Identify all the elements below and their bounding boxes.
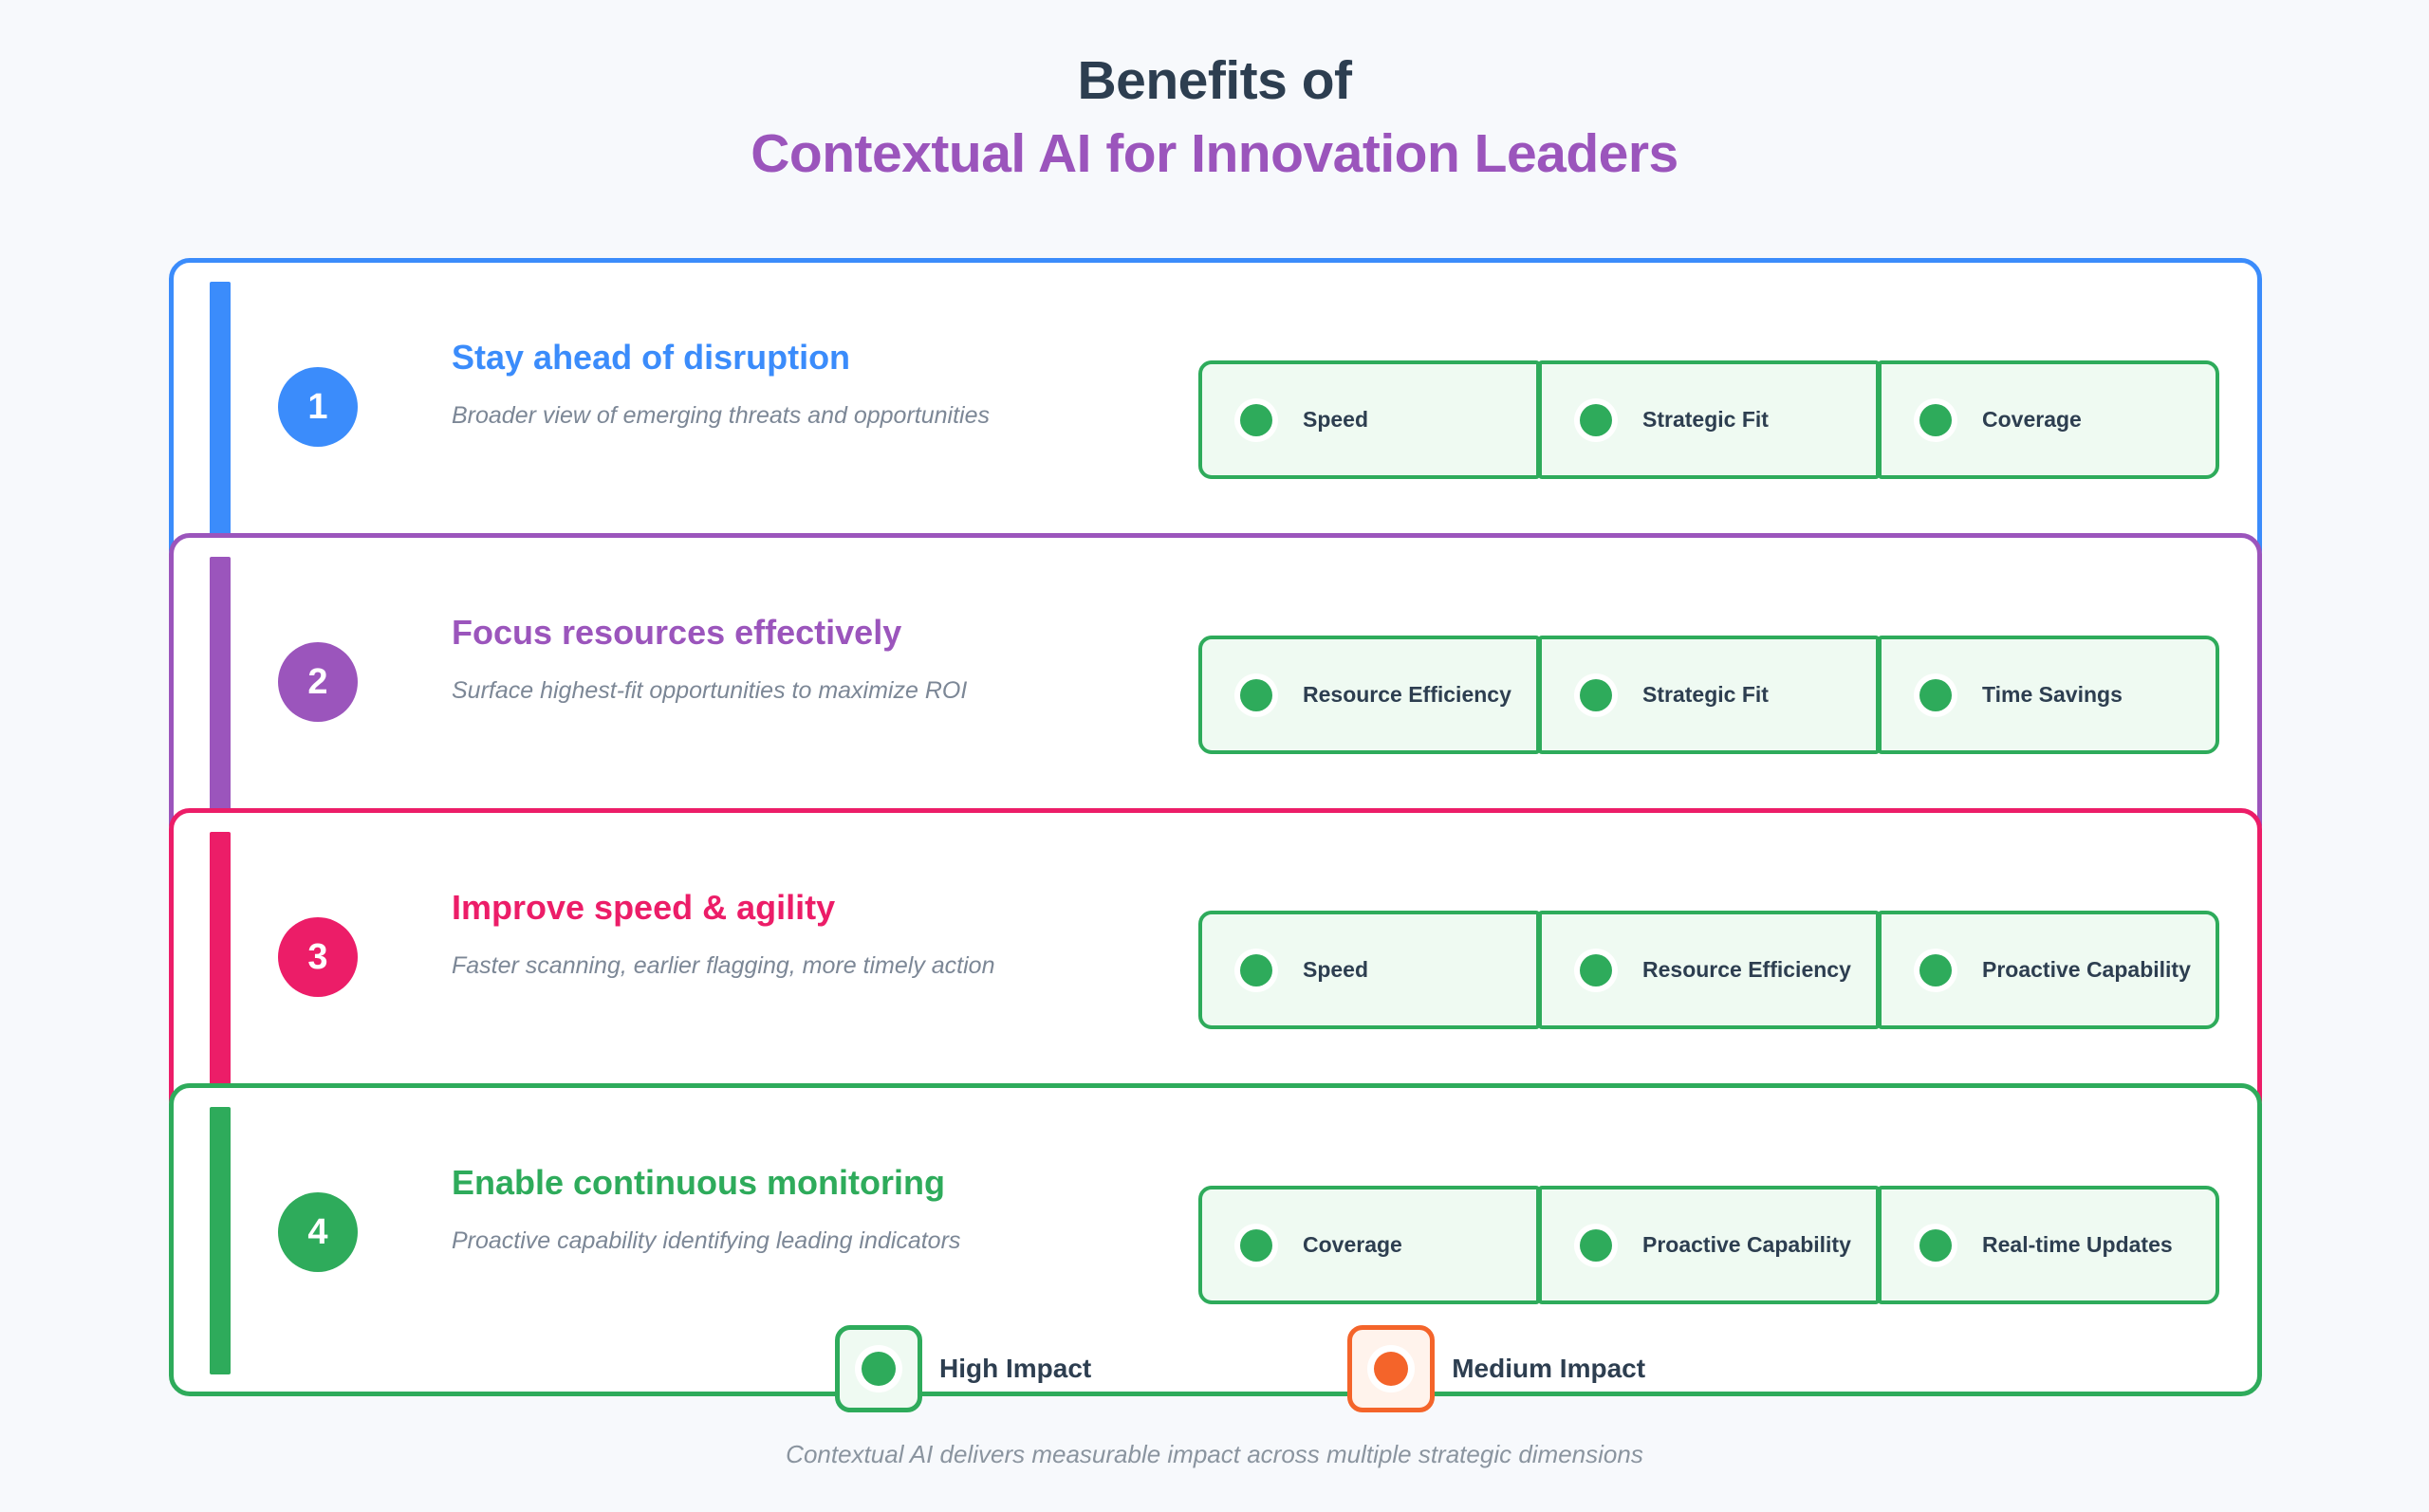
title-line-primary: Benefits of [1077, 50, 1352, 111]
step-number-badge: 1 [278, 367, 358, 447]
metric-label: Time Savings [1982, 682, 2123, 707]
impact-legend: High Impact Medium Impact [835, 1325, 1645, 1412]
benefit-text-block: Focus resources effectively Surface high… [452, 612, 1268, 707]
impact-dot-icon [1240, 953, 1272, 986]
benefit-title: Focus resources effectively [452, 613, 902, 652]
benefit-title: Stay ahead of disruption [452, 338, 851, 377]
impact-dot-icon [862, 1352, 896, 1386]
step-number-badge: 2 [278, 642, 358, 722]
impact-dot-icon [1919, 1228, 1952, 1262]
legend-label: Medium Impact [1452, 1354, 1646, 1383]
benefit-subtitle: Surface highest-fit opportunities to max… [452, 677, 968, 705]
impact-dot-icon [1374, 1352, 1409, 1386]
benefit-card-2[interactable]: 2 Focus resources effectively Surface hi… [169, 533, 2262, 846]
benefit-subtitle: Broader view of emerging threats and opp… [452, 402, 990, 430]
benefit-subtitle: Faster scanning, earlier flagging, more … [452, 952, 995, 980]
metric-chip-group: Resource Efficiency Strategic Fit Time S… [1198, 636, 2219, 754]
benefit-subtitle: Proactive capability identifying leading… [452, 1227, 961, 1255]
impact-dot-icon [1580, 953, 1612, 986]
impact-dot-icon [1580, 1228, 1612, 1262]
metric-chip[interactable]: Coverage [1878, 360, 2219, 479]
metric-label: Strategic Fit [1642, 407, 1769, 432]
benefit-text-block: Stay ahead of disruption Broader view of… [452, 337, 1268, 432]
impact-dot-icon [1580, 678, 1612, 711]
metric-label: Resource Efficiency [1642, 957, 1851, 982]
metric-chip[interactable]: Real-time Updates [1878, 1186, 2219, 1304]
impact-dot-icon [1919, 403, 1952, 436]
metric-chip-group: Speed Resource Efficiency Proactive Capa… [1198, 911, 2219, 1029]
benefit-card-stack: 1 Stay ahead of disruption Broader view … [169, 258, 2262, 1396]
metric-label: Resource Efficiency [1303, 682, 1511, 707]
metric-label: Proactive Capability [1982, 957, 2191, 982]
benefit-text-block: Enable continuous monitoring Proactive c… [452, 1162, 1268, 1257]
accent-bar [210, 282, 231, 549]
metric-chip[interactable]: Strategic Fit [1538, 636, 1880, 754]
accent-bar [210, 1107, 231, 1374]
metric-chip[interactable]: Time Savings [1878, 636, 2219, 754]
metric-label: Coverage [1982, 407, 2082, 432]
legend-item-medium-impact: Medium Impact [1347, 1325, 1645, 1412]
metric-chip[interactable]: Resource Efficiency [1538, 911, 1880, 1029]
impact-dot-icon [1919, 678, 1952, 711]
metric-chip[interactable]: Proactive Capability [1538, 1186, 1880, 1304]
impact-dot-icon [1919, 953, 1952, 986]
metric-label: Speed [1303, 957, 1369, 982]
impact-dot-icon [1240, 1228, 1272, 1262]
benefit-card-1[interactable]: 1 Stay ahead of disruption Broader view … [169, 258, 2262, 571]
metric-label: Strategic Fit [1642, 682, 1769, 707]
title-line-secondary: Contextual AI for Innovation Leaders [751, 123, 1678, 185]
benefit-title: Enable continuous monitoring [452, 1163, 945, 1202]
metric-label: Proactive Capability [1642, 1232, 1851, 1257]
metric-chip[interactable]: Proactive Capability [1878, 911, 2219, 1029]
benefit-card-4[interactable]: 4 Enable continuous monitoring Proactive… [169, 1083, 2262, 1396]
metric-label: Coverage [1303, 1232, 1402, 1257]
legend-label: High Impact [939, 1354, 1092, 1383]
metric-chip[interactable]: Speed [1198, 360, 1540, 479]
accent-bar [210, 557, 231, 824]
benefit-title: Improve speed & agility [452, 888, 836, 927]
footer-caption: Contextual AI delivers measurable impact… [786, 1440, 1643, 1468]
step-number-badge: 4 [278, 1192, 358, 1272]
benefit-text-block: Improve speed & agility Faster scanning,… [452, 887, 1268, 982]
metric-label: Real-time Updates [1982, 1232, 2173, 1257]
legend-swatch-medium [1347, 1325, 1436, 1412]
impact-dot-icon [1240, 678, 1272, 711]
metric-label: Speed [1303, 407, 1369, 432]
benefit-card-3[interactable]: 3 Improve speed & agility Faster scannin… [169, 808, 2262, 1121]
legend-item-high-impact: High Impact [835, 1325, 1091, 1412]
metric-chip-group: Coverage Proactive Capability Real-time … [1198, 1186, 2219, 1304]
metric-chip-group: Speed Strategic Fit Coverage [1198, 360, 2219, 479]
accent-bar [210, 832, 231, 1099]
impact-dot-icon [1580, 403, 1612, 436]
metric-chip[interactable]: Strategic Fit [1538, 360, 1880, 479]
step-number-badge: 3 [278, 917, 358, 997]
metric-chip[interactable]: Speed [1198, 911, 1540, 1029]
page-title: Benefits of Contextual AI for Innovation… [0, 49, 2429, 187]
legend-swatch-high [835, 1325, 922, 1412]
metric-chip[interactable]: Resource Efficiency [1198, 636, 1540, 754]
metric-chip[interactable]: Coverage [1198, 1186, 1540, 1304]
impact-dot-icon [1240, 403, 1272, 436]
